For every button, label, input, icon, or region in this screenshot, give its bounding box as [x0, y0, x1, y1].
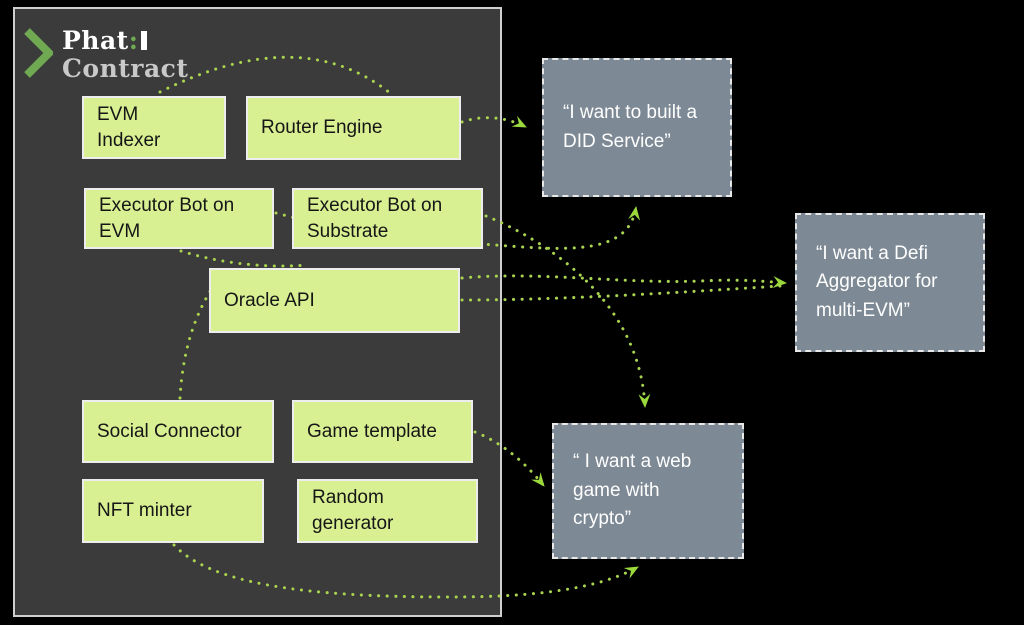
- logo-colon: :: [128, 26, 139, 55]
- component-router-engine: Router Engine: [246, 96, 461, 160]
- connector-substrate-to-webgame: [484, 214, 651, 409]
- usecase-web-game: “ I want a web game with crypto”: [552, 423, 744, 559]
- component-nft-minter: NFT minter: [82, 479, 264, 543]
- component-evm-indexer: EVM Indexer: [82, 96, 226, 159]
- component-oracle-api: Oracle API: [209, 268, 460, 333]
- component-executor-substrate: Executor Bot on Substrate: [292, 188, 483, 249]
- component-game-template: Game template: [292, 400, 473, 463]
- chevron-right-icon: [24, 28, 53, 78]
- logo-cursor-bar: [141, 31, 148, 50]
- logo-word-phat: Phat: [62, 26, 129, 55]
- usecase-did-service: “I want to built a DID Service”: [542, 58, 732, 197]
- usecase-defi-aggregator: “I want a Defi Aggregator for multi-EVM”: [795, 213, 985, 352]
- connector-oracle-to-defi-upper: [460, 274, 788, 288]
- logo-word-contract: Contract: [62, 54, 189, 83]
- logo: Phat: Contract: [23, 27, 188, 83]
- logo-wordmark-top: Phat:: [62, 27, 188, 55]
- component-random-generator: Random generator: [297, 479, 478, 543]
- component-social-connector: Social Connector: [82, 400, 274, 463]
- connector-oracle-to-defi-lower: [460, 284, 782, 302]
- logo-text: Phat: Contract: [62, 27, 188, 83]
- component-executor-evm: Executor Bot on EVM: [84, 188, 274, 249]
